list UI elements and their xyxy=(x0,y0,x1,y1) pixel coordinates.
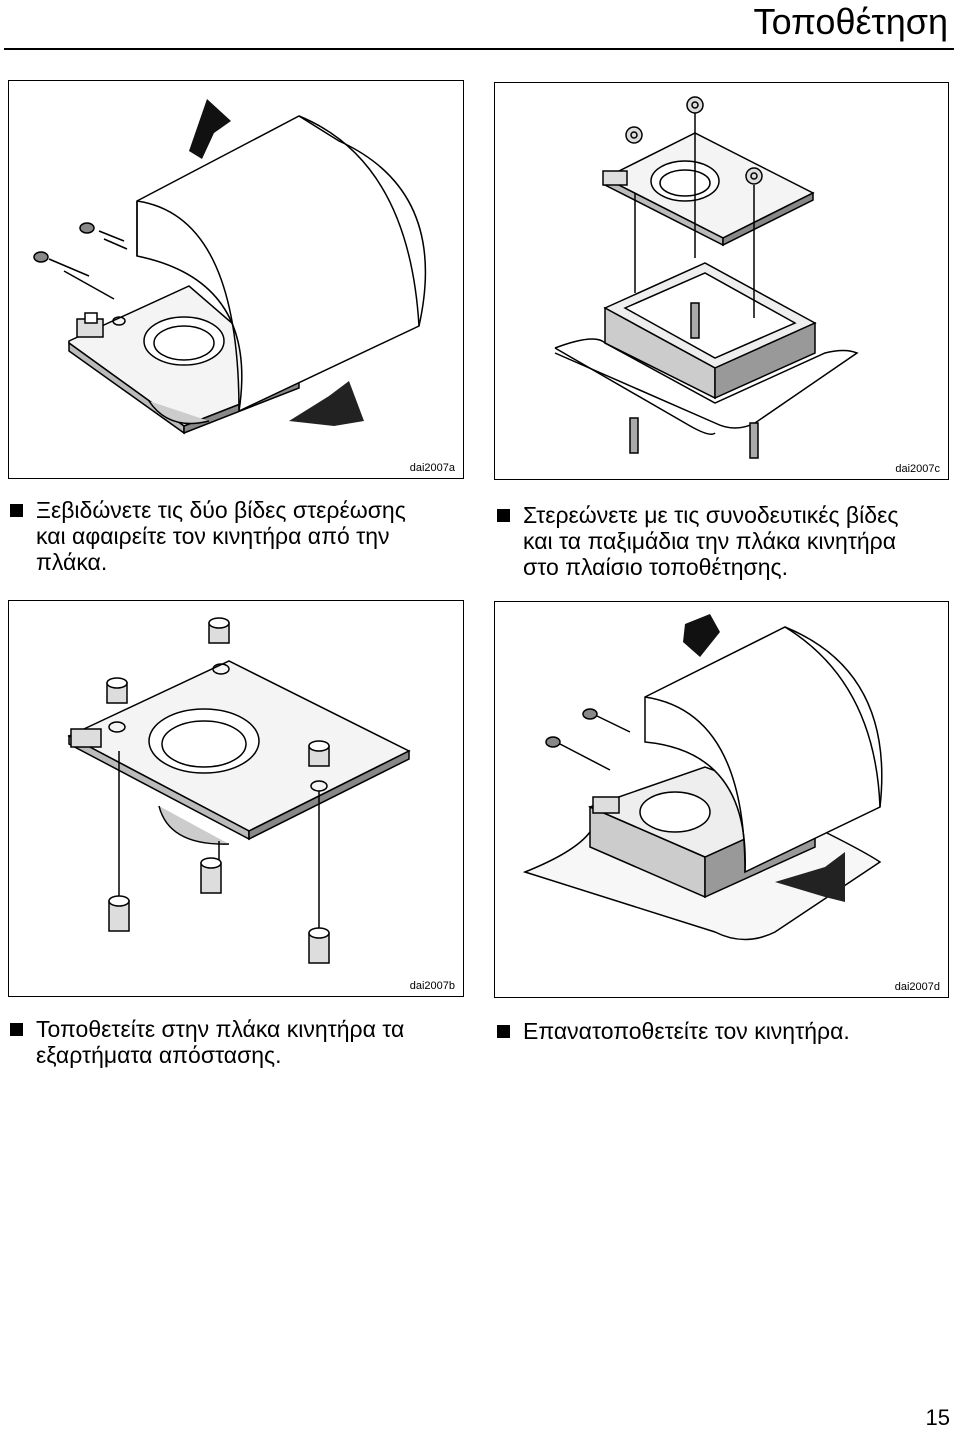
bullet-icon xyxy=(10,504,23,517)
bullet-icon xyxy=(10,1023,23,1036)
page-title: Τοποθέτηση xyxy=(753,1,948,42)
figure-c-code: dai2007c xyxy=(895,463,940,475)
step-b-text: Τοποθετείτε στην πλάκα κινητήρα τα εξαρτ… xyxy=(36,1016,405,1068)
figure-a-code: dai2007a xyxy=(409,462,455,474)
figure-d-reinstall-motor: dai2007d xyxy=(494,601,949,998)
step-a-text: Ξεβιδώνετε τις δύο βίδες στερέωσης και α… xyxy=(36,497,406,575)
figure-a-remove-motor: dai2007a xyxy=(8,80,464,479)
figure-c-illustration xyxy=(554,96,859,459)
step-c: Στερεώνετε με τις συνοδευτικές βίδες και… xyxy=(497,502,957,580)
figure-d-illustration xyxy=(522,614,883,941)
bullet-icon xyxy=(497,1025,510,1038)
step-a: Ξεβιδώνετε τις δύο βίδες στερέωσης και α… xyxy=(10,497,470,575)
figure-b-code: dai2007b xyxy=(409,980,455,992)
figure-c-fix-plate: dai2007c xyxy=(494,82,949,480)
figure-b-illustration xyxy=(67,617,411,964)
figure-d-code: dai2007d xyxy=(894,981,940,993)
step-b: Τοποθετείτε στην πλάκα κινητήρα τα εξαρτ… xyxy=(10,1016,470,1068)
step-d-text: Επανατοποθετείτε τον κινητήρα. xyxy=(523,1018,850,1044)
step-c-text: Στερεώνετε με τις συνοδευτικές βίδες και… xyxy=(523,502,899,580)
figure-a-illustration xyxy=(33,99,427,435)
step-d: Επανατοποθετείτε τον κινητήρα. xyxy=(497,1018,957,1044)
figure-b-spacers: dai2007b xyxy=(8,600,464,997)
bullet-icon xyxy=(497,509,510,522)
header-rule xyxy=(4,48,954,50)
page-number: 15 xyxy=(925,1405,950,1430)
